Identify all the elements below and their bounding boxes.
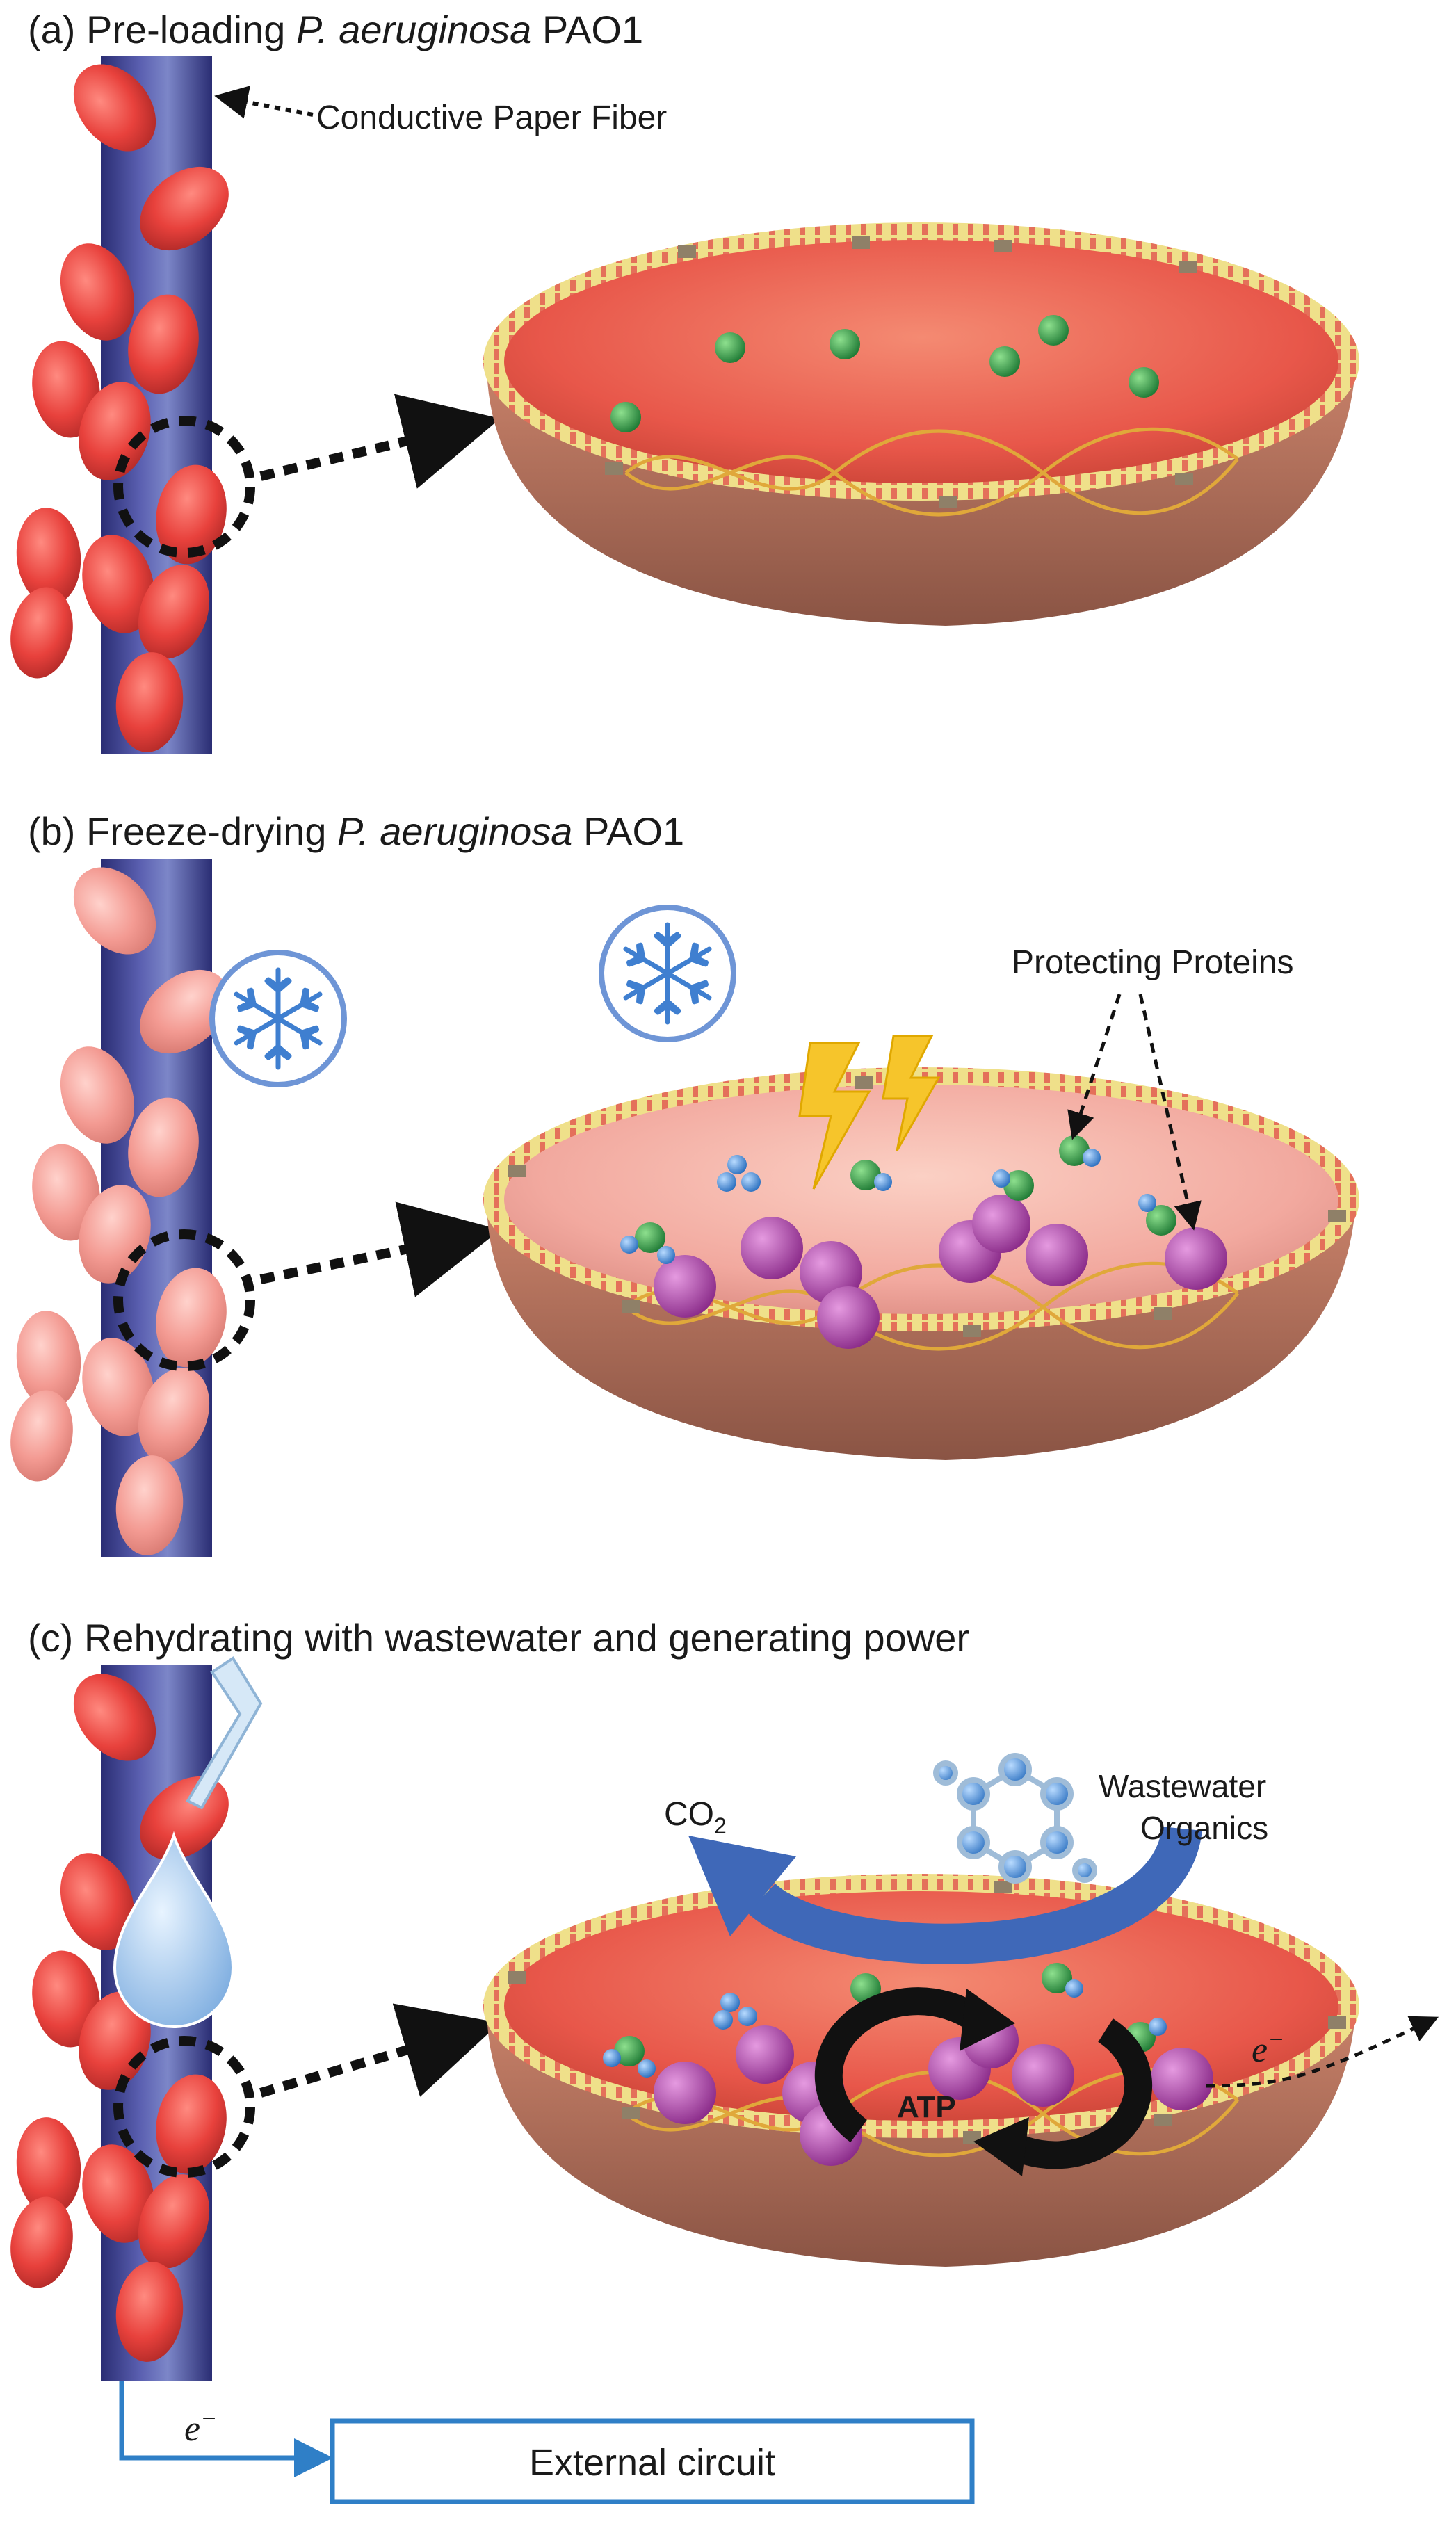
pipette-icon (186, 1656, 263, 1810)
metabolism-arrow-head (688, 1836, 796, 1936)
zoom-circle (113, 416, 255, 558)
cell-cross-section-b (483, 1067, 1359, 1460)
panel-c: (c) Rehydrating with wastewater and gene… (10, 1616, 1439, 2504)
fiber-label: Conductive Paper Fiber (316, 99, 667, 136)
fiber-label-arrow (214, 86, 314, 119)
wastewater-label-line1: Wastewater (1099, 1768, 1266, 1804)
membrane-pores (508, 1076, 1346, 1337)
atp-label: ATP (897, 2090, 956, 2124)
membrane-pores (508, 1881, 1346, 2144)
molecule-icon (933, 1753, 1097, 1884)
zoom-arrow-b (259, 1201, 501, 1297)
atp-arrowhead (960, 1989, 1015, 2051)
recycle-arrows-icon (814, 1987, 1153, 2169)
membrane-pores (605, 236, 1197, 508)
bacteria-cluster (10, 64, 229, 752)
lightning-icon (798, 1035, 941, 1190)
external-circuit-box (330, 2418, 975, 2504)
panel-b: (b) Freeze-drying P. aeruginosa PAO1 (10, 809, 1359, 1557)
protein-label-arrow (1138, 994, 1202, 1231)
dna-strand (624, 427, 1239, 517)
panel-a: (a) Pre-loading P. aeruginosa PAO1 Condu… (10, 8, 1359, 754)
dna-strand (624, 1261, 1239, 1351)
electron-label-cell: e− (1252, 2025, 1284, 2070)
protecting-proteins-label: Protecting Proteins (1012, 944, 1294, 981)
green-proteins (610, 315, 1159, 432)
zoom-circle-c (113, 2036, 255, 2178)
panel-b-title: (b) Freeze-drying P. aeruginosa PAO1 (28, 809, 684, 853)
snowflake-icon (599, 905, 736, 1042)
water-drop-icon (113, 1831, 235, 2029)
wastewater-label-line2: Organics (1140, 1810, 1268, 1846)
metabolism-arrow (747, 1825, 1202, 1964)
snowflake-icon (209, 950, 347, 1087)
protein-label-arrow (1067, 994, 1122, 1140)
bacteria-cluster-dried (10, 867, 229, 1555)
purple-proteins (654, 1195, 1227, 1349)
green-blue-proteins (620, 1135, 1176, 1264)
circuit-wire (119, 2381, 333, 2477)
panel-c-title: (c) Rehydrating with wastewater and gene… (28, 1616, 969, 1660)
external-circuit-label: External circuit (529, 2442, 775, 2484)
zoom-arrow-c (259, 2003, 500, 2098)
atp-arrowhead (973, 2117, 1029, 2176)
electron-label-circuit: e− (184, 2404, 217, 2449)
panel-a-title: (a) Pre-loading P. aeruginosa PAO1 (28, 8, 643, 51)
cell-cross-section-a (483, 222, 1359, 626)
zoom-arrow (259, 394, 501, 489)
electron-transfer-arrow (1206, 2016, 1439, 2088)
co2-label: CO2 (664, 1796, 727, 1838)
zoom-circle-b (113, 1229, 255, 1371)
